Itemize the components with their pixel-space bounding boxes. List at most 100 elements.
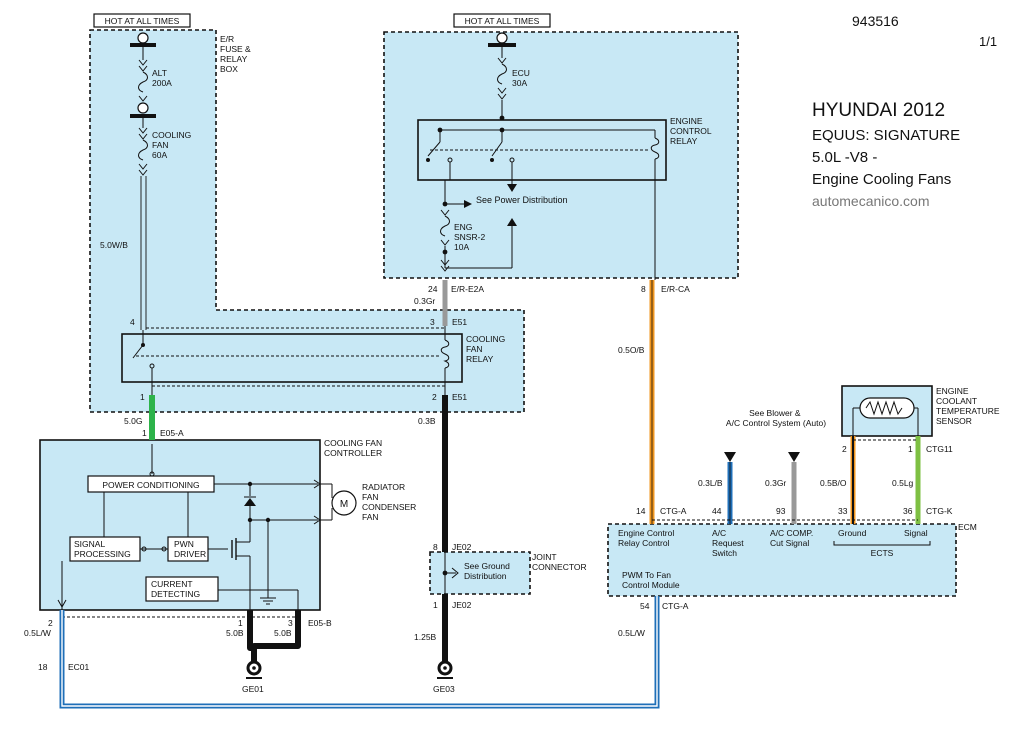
mosfet-transistor bbox=[231, 510, 251, 610]
coolant-sensor-box bbox=[841, 385, 933, 437]
controller-label: COOLING FAN CONTROLLER bbox=[324, 438, 384, 458]
cooling-relay-pin2: 2 bbox=[432, 392, 437, 402]
wire-0-5lg-label: 0.5Lg bbox=[892, 478, 914, 488]
controller-conn-b: E05-B bbox=[308, 618, 332, 628]
pin-8-ca: 8 bbox=[641, 284, 646, 294]
wire-0-5bo-label: 0.5B/O bbox=[820, 478, 847, 488]
wire-0-3lb-label: 0.3L/B bbox=[698, 478, 723, 488]
ects-label: ECTS bbox=[871, 548, 894, 558]
ecm-func-relay: Engine Control Relay Control bbox=[618, 528, 677, 548]
current-detecting-label: CURRENT DETECTING bbox=[151, 579, 200, 599]
fuse-ecu-label: ECU 30A bbox=[512, 68, 532, 88]
wire-0-3gr-label: 0.3Gr bbox=[414, 296, 435, 306]
ecm-pin-33: 33 bbox=[838, 506, 848, 516]
sensor-label: ENGINE COOLANT TEMPERATURE SENSOR bbox=[936, 386, 1002, 426]
ecm-bottom-wire: 0.5L/W bbox=[618, 628, 645, 638]
wire-1-25b-label: 1.25B bbox=[414, 632, 437, 642]
ecm-func-ac-request: A/C Request Switch bbox=[712, 528, 746, 558]
wire-0-5lw-left-label: 0.5L/W bbox=[24, 628, 51, 638]
ects-bracket bbox=[833, 541, 931, 546]
controller-pin3b: 3 bbox=[288, 618, 293, 628]
power-conditioning-label: POWER CONDITIONING bbox=[102, 480, 199, 490]
diagram-code: 943516 bbox=[852, 13, 899, 29]
wire-0-5ob-label: 0.5O/B bbox=[618, 345, 645, 355]
wire-0-5lw-loop bbox=[59, 596, 660, 709]
controller-wire-b1: 5.0B bbox=[226, 628, 244, 638]
controller-pin2: 2 bbox=[48, 618, 53, 628]
hot-label-box-left bbox=[93, 13, 191, 28]
joint-pin1: 1 bbox=[433, 600, 438, 610]
ecm-pin-36: 36 bbox=[903, 506, 913, 516]
conn-er-e2a: E/R-E2A bbox=[451, 284, 484, 294]
power-distribution-ref: See Power Distribution bbox=[476, 195, 568, 205]
ground-ge01-label: GE01 bbox=[242, 684, 264, 694]
cooling-fan-relay-internals bbox=[132, 326, 450, 395]
cooling-relay-conn-bottom: E51 bbox=[452, 392, 467, 402]
wire-0-3b-label: 0.3B bbox=[418, 416, 436, 426]
current-detecting-block bbox=[145, 576, 219, 602]
title-engine: 5.0L -V8 - bbox=[812, 149, 877, 166]
engine-control-relay-internals bbox=[426, 127, 660, 192]
arrow-ac-request bbox=[724, 452, 736, 462]
ecm-conn-14: CTG-A bbox=[660, 506, 687, 516]
title-make-year: HYUNDAI 2012 bbox=[812, 100, 945, 121]
left-fuse-chain bbox=[130, 32, 156, 176]
conn-er-ca: E/R-CA bbox=[661, 284, 690, 294]
er-fuse-label: E/R FUSE & RELAY BOX bbox=[220, 34, 253, 74]
flyback-diode bbox=[244, 481, 321, 594]
ecm-func-ac-cut: A/C COMP. Cut Signal bbox=[770, 528, 816, 548]
wire-0-3gr-ecm-label: 0.3Gr bbox=[765, 478, 786, 488]
fan-label: RADIATOR FAN CONDENSER FAN bbox=[362, 482, 419, 522]
cooling-relay-pin1: 1 bbox=[140, 392, 145, 402]
cooling-fan-relay bbox=[121, 333, 463, 383]
cooling-relay-pin4: 4 bbox=[130, 317, 135, 327]
blower-ref: See Blower & A/C Control System (Auto) bbox=[726, 408, 826, 428]
engine-control-relay-label: ENGINE CONTROL RELAY bbox=[670, 116, 714, 146]
sensor-conn: CTG11 bbox=[926, 444, 953, 454]
ec01-conn: EC01 bbox=[68, 662, 90, 672]
sensor-pin2: 2 bbox=[842, 444, 847, 454]
ecm-pin-93: 93 bbox=[776, 506, 786, 516]
ecm-conn-36: CTG-K bbox=[926, 506, 953, 516]
signal-processing-label: SIGNAL PROCESSING bbox=[74, 539, 131, 559]
wire-5-0wb-label: 5.0W/B bbox=[100, 240, 128, 250]
ecm-bottom-conn: CTG-A bbox=[662, 601, 689, 611]
see-ground-distribution: See Ground Distribution bbox=[464, 561, 512, 581]
wire-5-0wb bbox=[140, 176, 147, 330]
ecm-bottom-pin: 54 bbox=[640, 601, 650, 611]
ecm-label: ECM bbox=[958, 522, 977, 532]
ecm-pin-44: 44 bbox=[712, 506, 722, 516]
hot-label-right: HOT AT ALL TIMES bbox=[465, 16, 540, 26]
controller-pin1b: 1 bbox=[238, 618, 243, 628]
joint-connector-box bbox=[429, 551, 531, 595]
joint-connector-internals bbox=[442, 552, 459, 594]
title-system: Engine Cooling Fans bbox=[812, 171, 951, 188]
title-model: EQUUS: SIGNATURE bbox=[812, 127, 960, 144]
thermistor-icon bbox=[859, 397, 915, 419]
right-fuse-chain bbox=[488, 32, 516, 121]
ecm-pin-14: 14 bbox=[636, 506, 646, 516]
joint-conn1: JE02 bbox=[452, 600, 472, 610]
sensor-pin1: 1 bbox=[908, 444, 913, 454]
arrow-ac-cut bbox=[788, 452, 800, 462]
cooling-relay-pin3: 3 bbox=[430, 317, 435, 327]
ecm-func-ground: Ground bbox=[838, 528, 867, 538]
controller-top-pin: 1 bbox=[142, 428, 147, 438]
wire-5-0g-label: 5.0G bbox=[124, 416, 142, 426]
joint-pin8: 8 bbox=[433, 542, 438, 552]
ecm-pwm-label: PWM To Fan Control Module bbox=[622, 570, 680, 590]
fuse-alt-label: ALT 200A bbox=[152, 68, 172, 88]
chassis-ground-icon bbox=[260, 594, 276, 605]
pin-24: 24 bbox=[428, 284, 438, 294]
page-number: 1/1 bbox=[979, 34, 997, 49]
ground-ge03-label: GE03 bbox=[433, 684, 455, 694]
cooling-fan-relay-label: COOLING FAN RELAY bbox=[466, 334, 508, 364]
hot-label-left: HOT AT ALL TIMES bbox=[105, 16, 180, 26]
joint-connector-label: JOINT CONNECTOR bbox=[532, 552, 587, 572]
ground-ge01-icon bbox=[246, 660, 262, 679]
ec01-pin: 18 bbox=[38, 662, 48, 672]
fan-motor-symbol: M bbox=[340, 499, 348, 510]
ground-ge03-icon bbox=[437, 660, 453, 679]
fan-motor-icon bbox=[331, 490, 357, 516]
